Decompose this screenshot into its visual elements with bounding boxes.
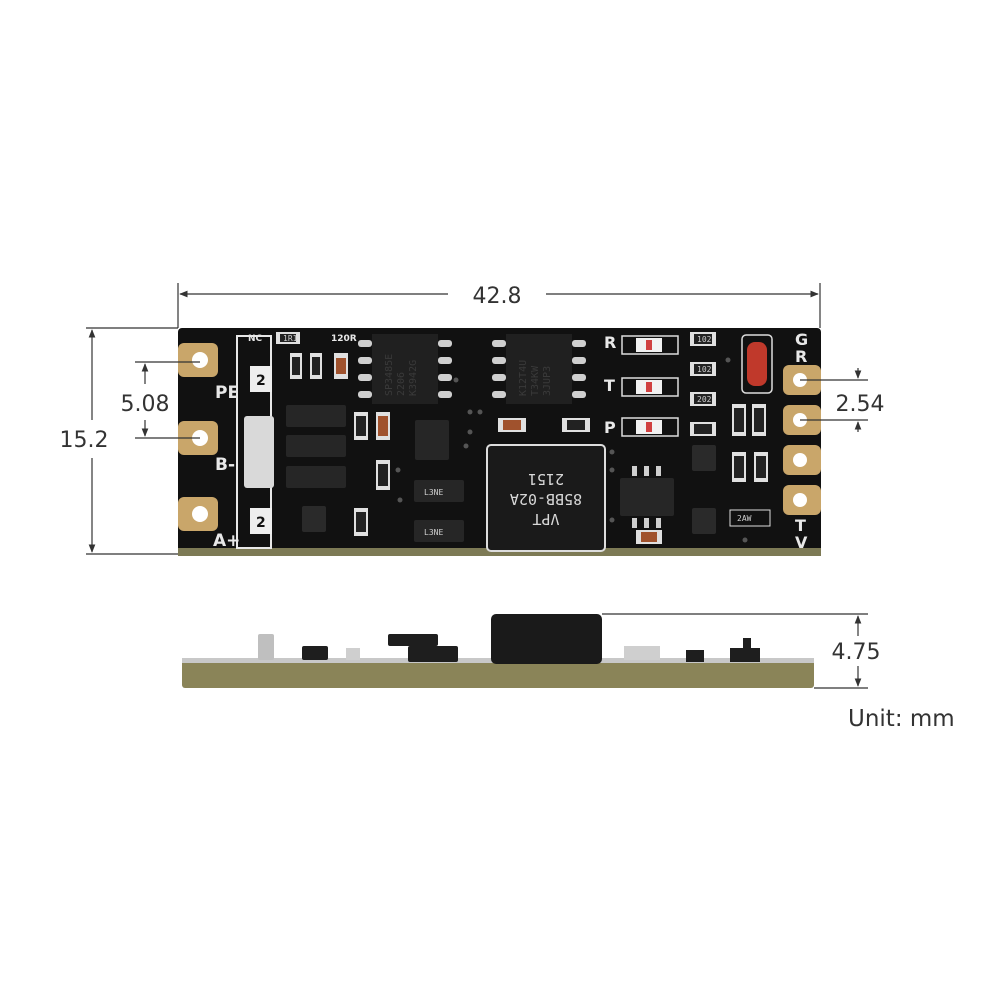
dim-height: 4.75 [832,640,881,665]
part-102-b: 102 [697,365,712,374]
transformer-line2: 85BB-02A [510,490,582,508]
part-102-a: 102 [697,335,712,344]
chip1-line2: 2206 [396,372,407,396]
isolator-chip-1: SP3485E 2206 K3942G [358,334,452,404]
dim-width: 15.2 [60,428,109,453]
pin-label-a-plus: A+ [213,531,240,551]
terminal-mark-1: 2 [256,373,266,389]
part-202: 202 [697,395,712,404]
pin-label-t: T [795,516,806,535]
led-label-r: R [604,333,616,352]
terminal-mark-2: 2 [256,515,266,531]
pin-label-v: V [795,533,808,552]
side-pcb [182,658,814,688]
board-side-view [182,614,814,688]
driver-ic [632,466,661,528]
chip1-line1: SP3485E [384,354,395,396]
side-transformer [491,614,602,664]
chip2-line1: K12T4U [518,360,529,396]
silk-120r: 120R [331,334,357,344]
tvs-diode [244,416,274,488]
pin-label-pe: PE [215,383,239,403]
transformer-module: VPT 85BB-02A 2151 [486,444,606,552]
chip2-line3: 3JUP3 [542,366,553,396]
pin-label-b-minus: B- [215,455,235,475]
led-label-p: P [604,418,616,437]
part-1r1: 1R1 [283,334,298,343]
fuse [747,342,767,386]
status-leds [621,335,679,437]
part-2aw: 2AW [737,514,752,523]
pin-label-r: R [795,347,807,366]
chip1-line3: K3942G [408,360,419,396]
smd-diodes [286,405,674,542]
transistors [302,445,716,534]
isolator-chip-2: K12T4U T34KW 3JUP3 [492,334,586,404]
unit-label: Unit: mm [848,706,955,732]
dimension-annotations [86,283,868,689]
fuse-outline [741,334,773,394]
passives [276,332,771,544]
chip2-line2: T34KW [530,365,541,396]
part-l3ne-1: L3NE [424,488,443,497]
board-top-view: PE B- A+ G R T V R T P NC 120R 2 2 SP348… [178,328,821,556]
dim-pitch-left: 5.08 [121,392,170,417]
dim-length: 42.8 [473,284,522,309]
part-l3ne-2: L3NE [424,528,443,537]
pin-label-g: G [795,330,808,349]
transformer-line1: VPT [532,510,559,528]
transformer-line3: 2151 [528,470,564,488]
dim-pitch-right: 2.54 [836,392,885,417]
left-pin-pads [178,343,218,531]
led-label-t: T [604,376,615,395]
vias [395,357,748,543]
silk-nc: NC [248,334,263,344]
